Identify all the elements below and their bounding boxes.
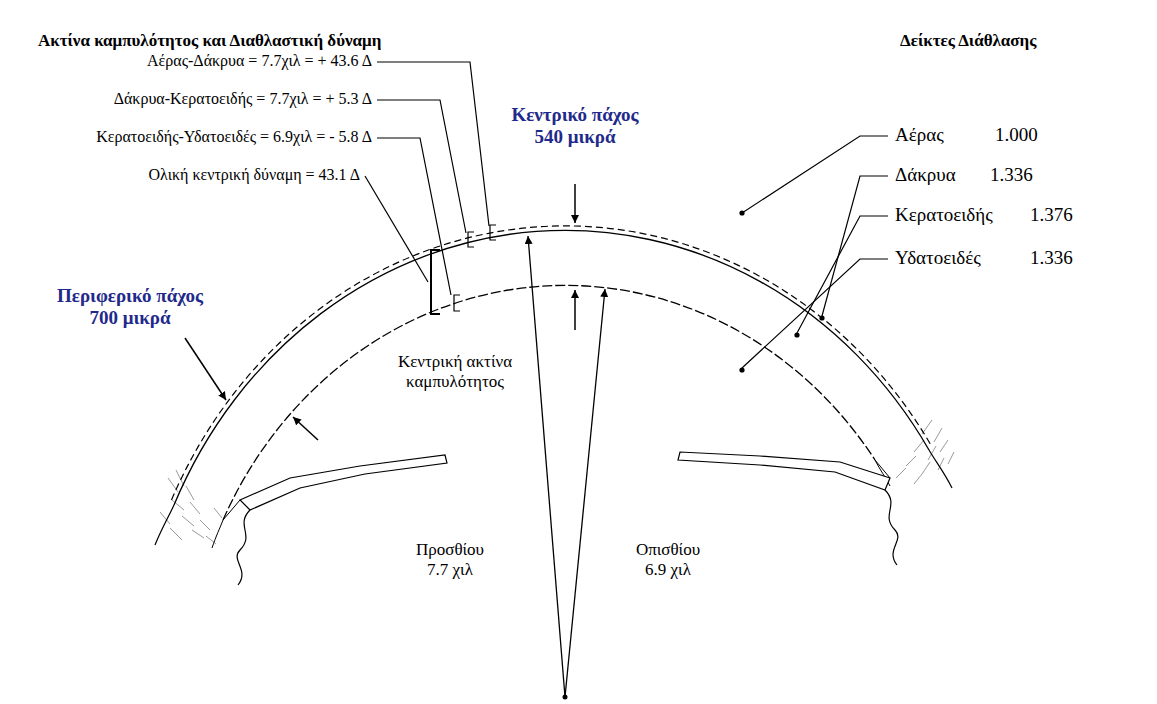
sclera-edge <box>155 505 174 545</box>
sclera-hatching <box>160 470 222 544</box>
thickness-label: Περιφερικό πάχος 700 μικρά <box>55 285 205 329</box>
anterior-cornea-surface <box>174 230 929 505</box>
refractive-index: 1.376 <box>1030 204 1073 226</box>
thickness-label: Κεντρικό πάχος 540 μικρά <box>509 104 641 148</box>
leader-dot <box>739 210 744 215</box>
leader-dot <box>794 332 799 337</box>
leader-line <box>377 100 466 233</box>
ciliary-body <box>885 490 898 565</box>
refractive-index: 1.000 <box>995 124 1038 146</box>
thickness-arrow <box>574 184 576 223</box>
leader-group <box>742 136 888 368</box>
medium-name: Δάκρυα <box>895 164 956 186</box>
radius-label: Κεντρική ακτίνα καμπυλότητος <box>396 352 515 391</box>
power-label: Αέρας-Δάκρυα = 7.7χιλ = + 43.6 Δ <box>147 52 372 70</box>
radius-value: Οπισθίου 6.9 χιλ <box>634 540 703 579</box>
bracket <box>431 250 440 314</box>
sclera-edge <box>212 520 223 548</box>
thickness-arrow <box>574 290 576 330</box>
ciliary-body <box>237 510 250 585</box>
tear-film <box>172 226 932 500</box>
power-label: Δάκρυα-Κερατοειδής = 7.7χιλ = + 5.3 Δ <box>114 90 372 108</box>
medium-name: Κερατοειδής <box>895 204 993 226</box>
leader-dot <box>739 367 744 372</box>
medium-name: Αέρας <box>895 124 944 146</box>
heading: Ακτίνα καμπυλότητος και Διαθλαστική δύνα… <box>38 31 381 51</box>
chamber-angle <box>875 460 890 478</box>
thickness-arrow <box>293 417 318 440</box>
leader-line <box>742 136 888 213</box>
iris <box>678 452 890 490</box>
refractive-index: 1.336 <box>990 164 1033 186</box>
leader-line <box>742 259 888 368</box>
radius-value: Προσθίου 7.7 χιλ <box>414 540 487 579</box>
iris <box>240 455 447 510</box>
leader-dot <box>819 315 824 320</box>
radius-line <box>565 289 605 697</box>
thickness-arrow <box>185 338 226 400</box>
sclera-edge <box>929 450 952 488</box>
bracket <box>468 232 474 247</box>
posterior-cornea-surface <box>223 285 875 520</box>
chamber-angle <box>223 500 240 520</box>
power-label: Κερατοειδής-Υδατοειδές = 6.9χιλ = - 5.8 … <box>96 128 372 146</box>
refractive-index: 1.336 <box>1030 247 1073 269</box>
leader-line <box>365 176 428 282</box>
heading: Δείκτες Διάθλασης <box>900 31 1036 51</box>
center-of-curvature <box>563 695 568 700</box>
sclera-hatching <box>896 420 954 484</box>
leader-line <box>822 176 888 316</box>
bracket <box>454 295 460 311</box>
layer-dots <box>739 210 824 372</box>
power-label: Ολική κεντρική δύναμη = 43.1 Δ <box>149 166 360 184</box>
leader-group <box>365 62 496 314</box>
radius-line <box>528 236 565 697</box>
bracket <box>490 225 496 240</box>
sclera-texture <box>160 420 954 544</box>
medium-name: Υδατοειδές <box>895 247 981 269</box>
leader-line <box>377 138 451 295</box>
